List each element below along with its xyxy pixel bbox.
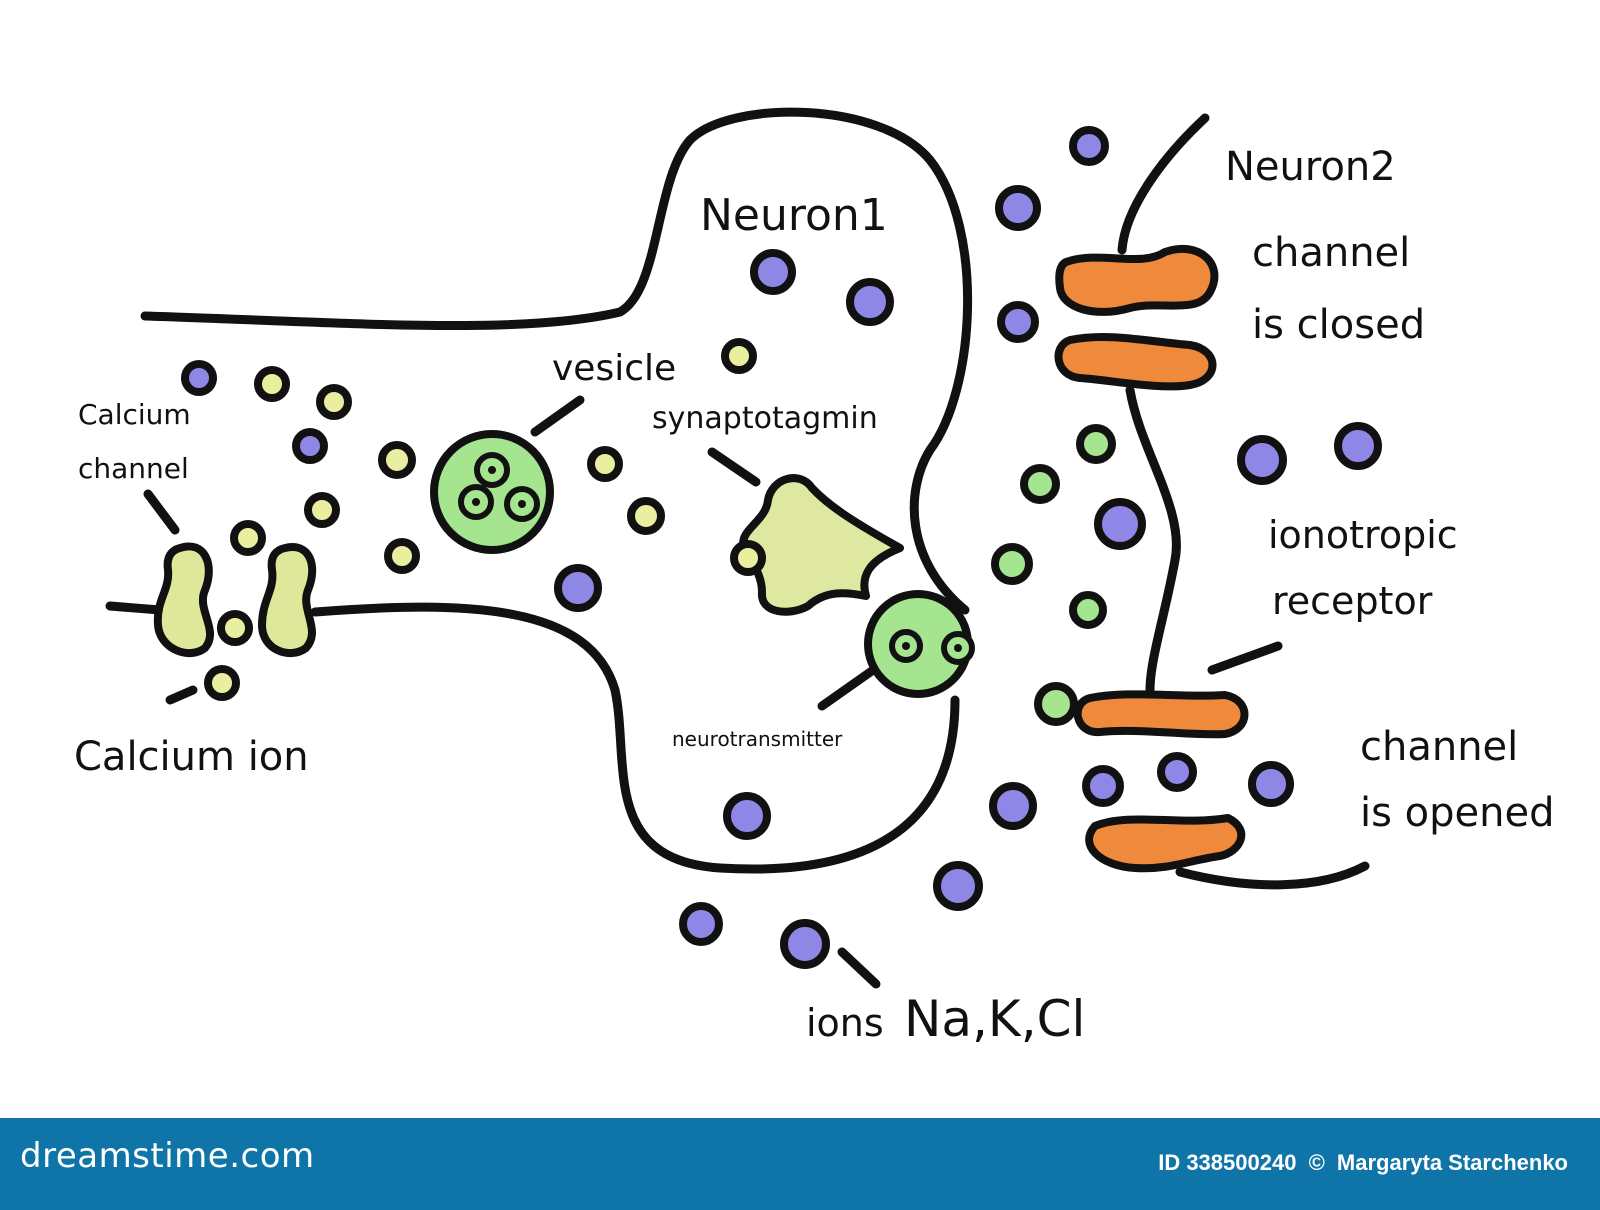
ion-calcium bbox=[587, 446, 623, 482]
ion-purple bbox=[292, 428, 328, 464]
label-neuron2: Neuron2 bbox=[1225, 144, 1396, 190]
ion-purple bbox=[750, 249, 796, 295]
ion-calcium bbox=[378, 441, 416, 479]
na-k-cl-ions bbox=[181, 126, 1382, 969]
synaptotagmin-protein bbox=[739, 474, 904, 616]
label-channel-closed-1: channel bbox=[1252, 230, 1410, 276]
neuron2-membrane-bottom bbox=[1175, 861, 1370, 890]
ion-calcium bbox=[204, 665, 240, 701]
ion-calcium bbox=[721, 338, 757, 374]
label-ionotropic-1: ionotropic bbox=[1268, 513, 1458, 557]
pointer-vesicle bbox=[530, 395, 585, 437]
footer-credit: ID 338500240 © Margaryta Starchenko bbox=[1158, 1150, 1574, 1176]
ion-purple bbox=[997, 301, 1039, 343]
ion-purple bbox=[723, 792, 771, 840]
label-channel-opened-2: is opened bbox=[1360, 790, 1555, 836]
neuron2-membrane-middle bbox=[1125, 385, 1181, 695]
ion-purple bbox=[1069, 126, 1109, 166]
pointer-neurotransmitter bbox=[817, 663, 881, 711]
ion-calcium bbox=[230, 520, 266, 556]
ion-calcium bbox=[730, 540, 766, 576]
label-ions-symbols: Na,K,Cl bbox=[904, 990, 1085, 1048]
ion-purple bbox=[1334, 422, 1382, 470]
ion-purple bbox=[1082, 765, 1124, 807]
pointer-calcium-channel bbox=[143, 489, 180, 535]
neurotransmitter-molecule bbox=[1020, 464, 1060, 504]
closed-channel-bottom bbox=[1054, 332, 1217, 391]
neurotransmitter-molecule bbox=[1034, 682, 1078, 726]
ion-purple bbox=[995, 185, 1041, 231]
ion-purple bbox=[1248, 761, 1294, 807]
pointer-ions bbox=[837, 947, 881, 989]
label-channel-opened-1: channel bbox=[1360, 724, 1518, 770]
ion-calcium bbox=[384, 538, 420, 574]
neuron1-membrane-lower-main bbox=[310, 602, 960, 874]
calcium-ions bbox=[204, 338, 766, 701]
copyright-icon: © bbox=[1308, 1150, 1325, 1175]
label-neuron1: Neuron1 bbox=[700, 190, 888, 241]
open-channel-top bbox=[1073, 690, 1249, 739]
ion-purple bbox=[1237, 435, 1287, 485]
open-channel-bottom bbox=[1085, 814, 1246, 873]
ion-purple bbox=[933, 861, 983, 911]
closed-channel-top bbox=[1055, 244, 1219, 316]
footer-bar: dreamstime.com ID 338500240 © Margaryta … bbox=[0, 1118, 1600, 1210]
calcium-channel-left bbox=[153, 542, 215, 657]
footer-author: Margaryta Starchenko bbox=[1336, 1150, 1568, 1175]
label-neurotransmitter: neurotransmitter bbox=[672, 727, 843, 751]
ion-purple bbox=[181, 360, 217, 396]
neuron1-membrane-lower bbox=[105, 601, 165, 615]
neurotransmitter-molecule bbox=[1069, 591, 1107, 629]
footer-image-id: ID 338500240 bbox=[1158, 1150, 1297, 1175]
pointer-synaptotagmin bbox=[707, 447, 761, 487]
footer-brand[interactable]: dreamstime.com bbox=[20, 1136, 315, 1176]
label-calcium-ion: Calcium ion bbox=[74, 734, 309, 780]
ion-calcium bbox=[627, 497, 665, 535]
ion-calcium bbox=[217, 610, 253, 646]
ion-purple bbox=[679, 902, 723, 946]
docked-vesicle bbox=[864, 590, 975, 698]
neuron2-membrane bbox=[1117, 113, 1210, 255]
ion-purple bbox=[846, 278, 894, 326]
ion-calcium bbox=[254, 366, 290, 402]
neurotransmitter-molecule bbox=[1076, 424, 1116, 464]
ion-calcium bbox=[304, 492, 340, 528]
label-vesicle: vesicle bbox=[552, 348, 676, 389]
neuron1-membrane-upper bbox=[140, 107, 973, 615]
synapse-diagram: Neuron1 Neuron2 vesicle synaptotagmin Ca… bbox=[74, 107, 1555, 1048]
ion-purple bbox=[1157, 752, 1197, 792]
ion-purple bbox=[554, 564, 602, 612]
vesicle bbox=[430, 430, 554, 554]
label-synaptotagmin: synaptotagmin bbox=[652, 401, 878, 436]
neurotransmitter-molecule bbox=[991, 543, 1033, 585]
label-ionotropic-2: receptor bbox=[1272, 579, 1433, 623]
ion-purple bbox=[780, 919, 830, 969]
calcium-channel-right bbox=[257, 543, 317, 657]
pointer-ionotropic-receptor bbox=[1207, 641, 1283, 675]
neurotransmitters bbox=[991, 424, 1116, 726]
ion-purple bbox=[1094, 498, 1146, 550]
label-channel-closed-2: is closed bbox=[1252, 302, 1425, 348]
ion-purple bbox=[989, 782, 1037, 830]
pointer-calcium-ion bbox=[165, 685, 198, 705]
label-calcium-channel-1: Calcium bbox=[78, 398, 191, 431]
label-calcium-channel-2: channel bbox=[78, 452, 189, 485]
label-ions-prefix: ions bbox=[806, 1001, 884, 1045]
ion-calcium bbox=[316, 384, 352, 420]
